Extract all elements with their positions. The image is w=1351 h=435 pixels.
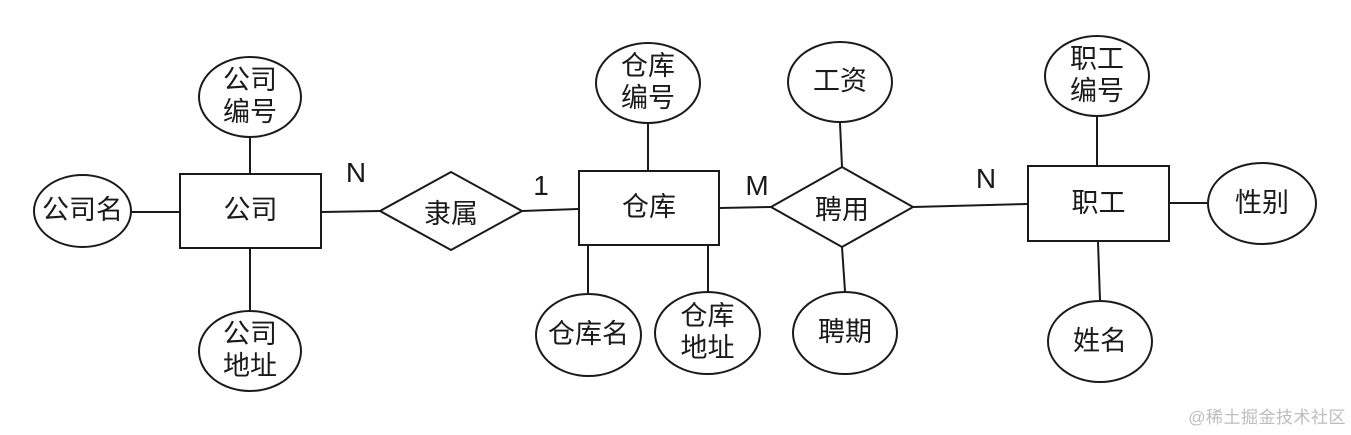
attribute-company-address: 公司 地址	[198, 310, 302, 392]
attribute-employee-name-label: 姓名	[1073, 325, 1127, 356]
attribute-company-name-label: 公司名	[42, 195, 123, 226]
connector-employs-term	[841, 246, 846, 292]
entity-warehouse-label: 仓库	[622, 192, 676, 223]
relationship-employs-label: 聘用	[815, 194, 869, 225]
connector-employs-employee	[912, 203, 1028, 208]
connector-belongs-warehouse	[521, 208, 579, 212]
entity-employee: 职工	[1027, 165, 1170, 242]
entity-warehouse: 仓库	[578, 170, 720, 246]
relationship-diamond-belongs-to	[377, 170, 525, 252]
connector-salary-employs	[839, 122, 843, 168]
attribute-warehouse-address-label: 仓库 地址	[680, 301, 735, 363]
attribute-company-name: 公司名	[33, 174, 132, 248]
attribute-warehouse-id: 仓库 编号	[595, 42, 701, 124]
attribute-company-address-label: 公司 地址	[223, 319, 277, 381]
attribute-employee-name: 姓名	[1047, 300, 1153, 383]
entity-employee-label: 职工	[1071, 187, 1126, 218]
attribute-gender-label: 性别	[1235, 187, 1289, 218]
connector-company-belongs	[321, 210, 381, 213]
attribute-warehouse-name: 仓库名	[535, 293, 642, 377]
attribute-salary-label: 工资	[813, 66, 867, 97]
cardinality-warehouse-employs: M	[745, 170, 769, 201]
entity-company: 公司	[179, 173, 322, 249]
attribute-warehouse-id-label: 仓库 编号	[621, 51, 675, 113]
connector-employee-name	[1097, 241, 1101, 301]
attribute-company-id: 公司 编号	[198, 56, 302, 138]
cardinality-company-belongs: N	[345, 157, 367, 188]
entity-company-label: 公司	[223, 195, 278, 226]
attribute-company-id-label: 公司 编号	[223, 65, 277, 127]
attribute-employment-term: 聘期	[792, 291, 898, 375]
relationship-diamond-employs	[768, 165, 916, 249]
attribute-employee-id: 职工 编号	[1044, 35, 1150, 117]
attribute-warehouse-address: 仓库 地址	[654, 291, 761, 375]
cardinality-belongs-warehouse: 1	[533, 170, 549, 201]
attribute-warehouse-name-label: 仓库名	[548, 319, 629, 350]
connector-warehouse-employs	[719, 206, 772, 209]
watermark: @稀土掘金技术社区	[1188, 408, 1346, 427]
relationship-belongs-to-label: 隶属	[424, 198, 478, 229]
cardinality-employs-employee: N	[975, 163, 997, 194]
attribute-employee-id-label: 职工 编号	[1070, 44, 1124, 106]
attribute-salary: 工资	[787, 41, 893, 123]
attribute-gender: 性别	[1207, 162, 1317, 245]
attribute-employment-term-label: 聘期	[818, 317, 872, 348]
